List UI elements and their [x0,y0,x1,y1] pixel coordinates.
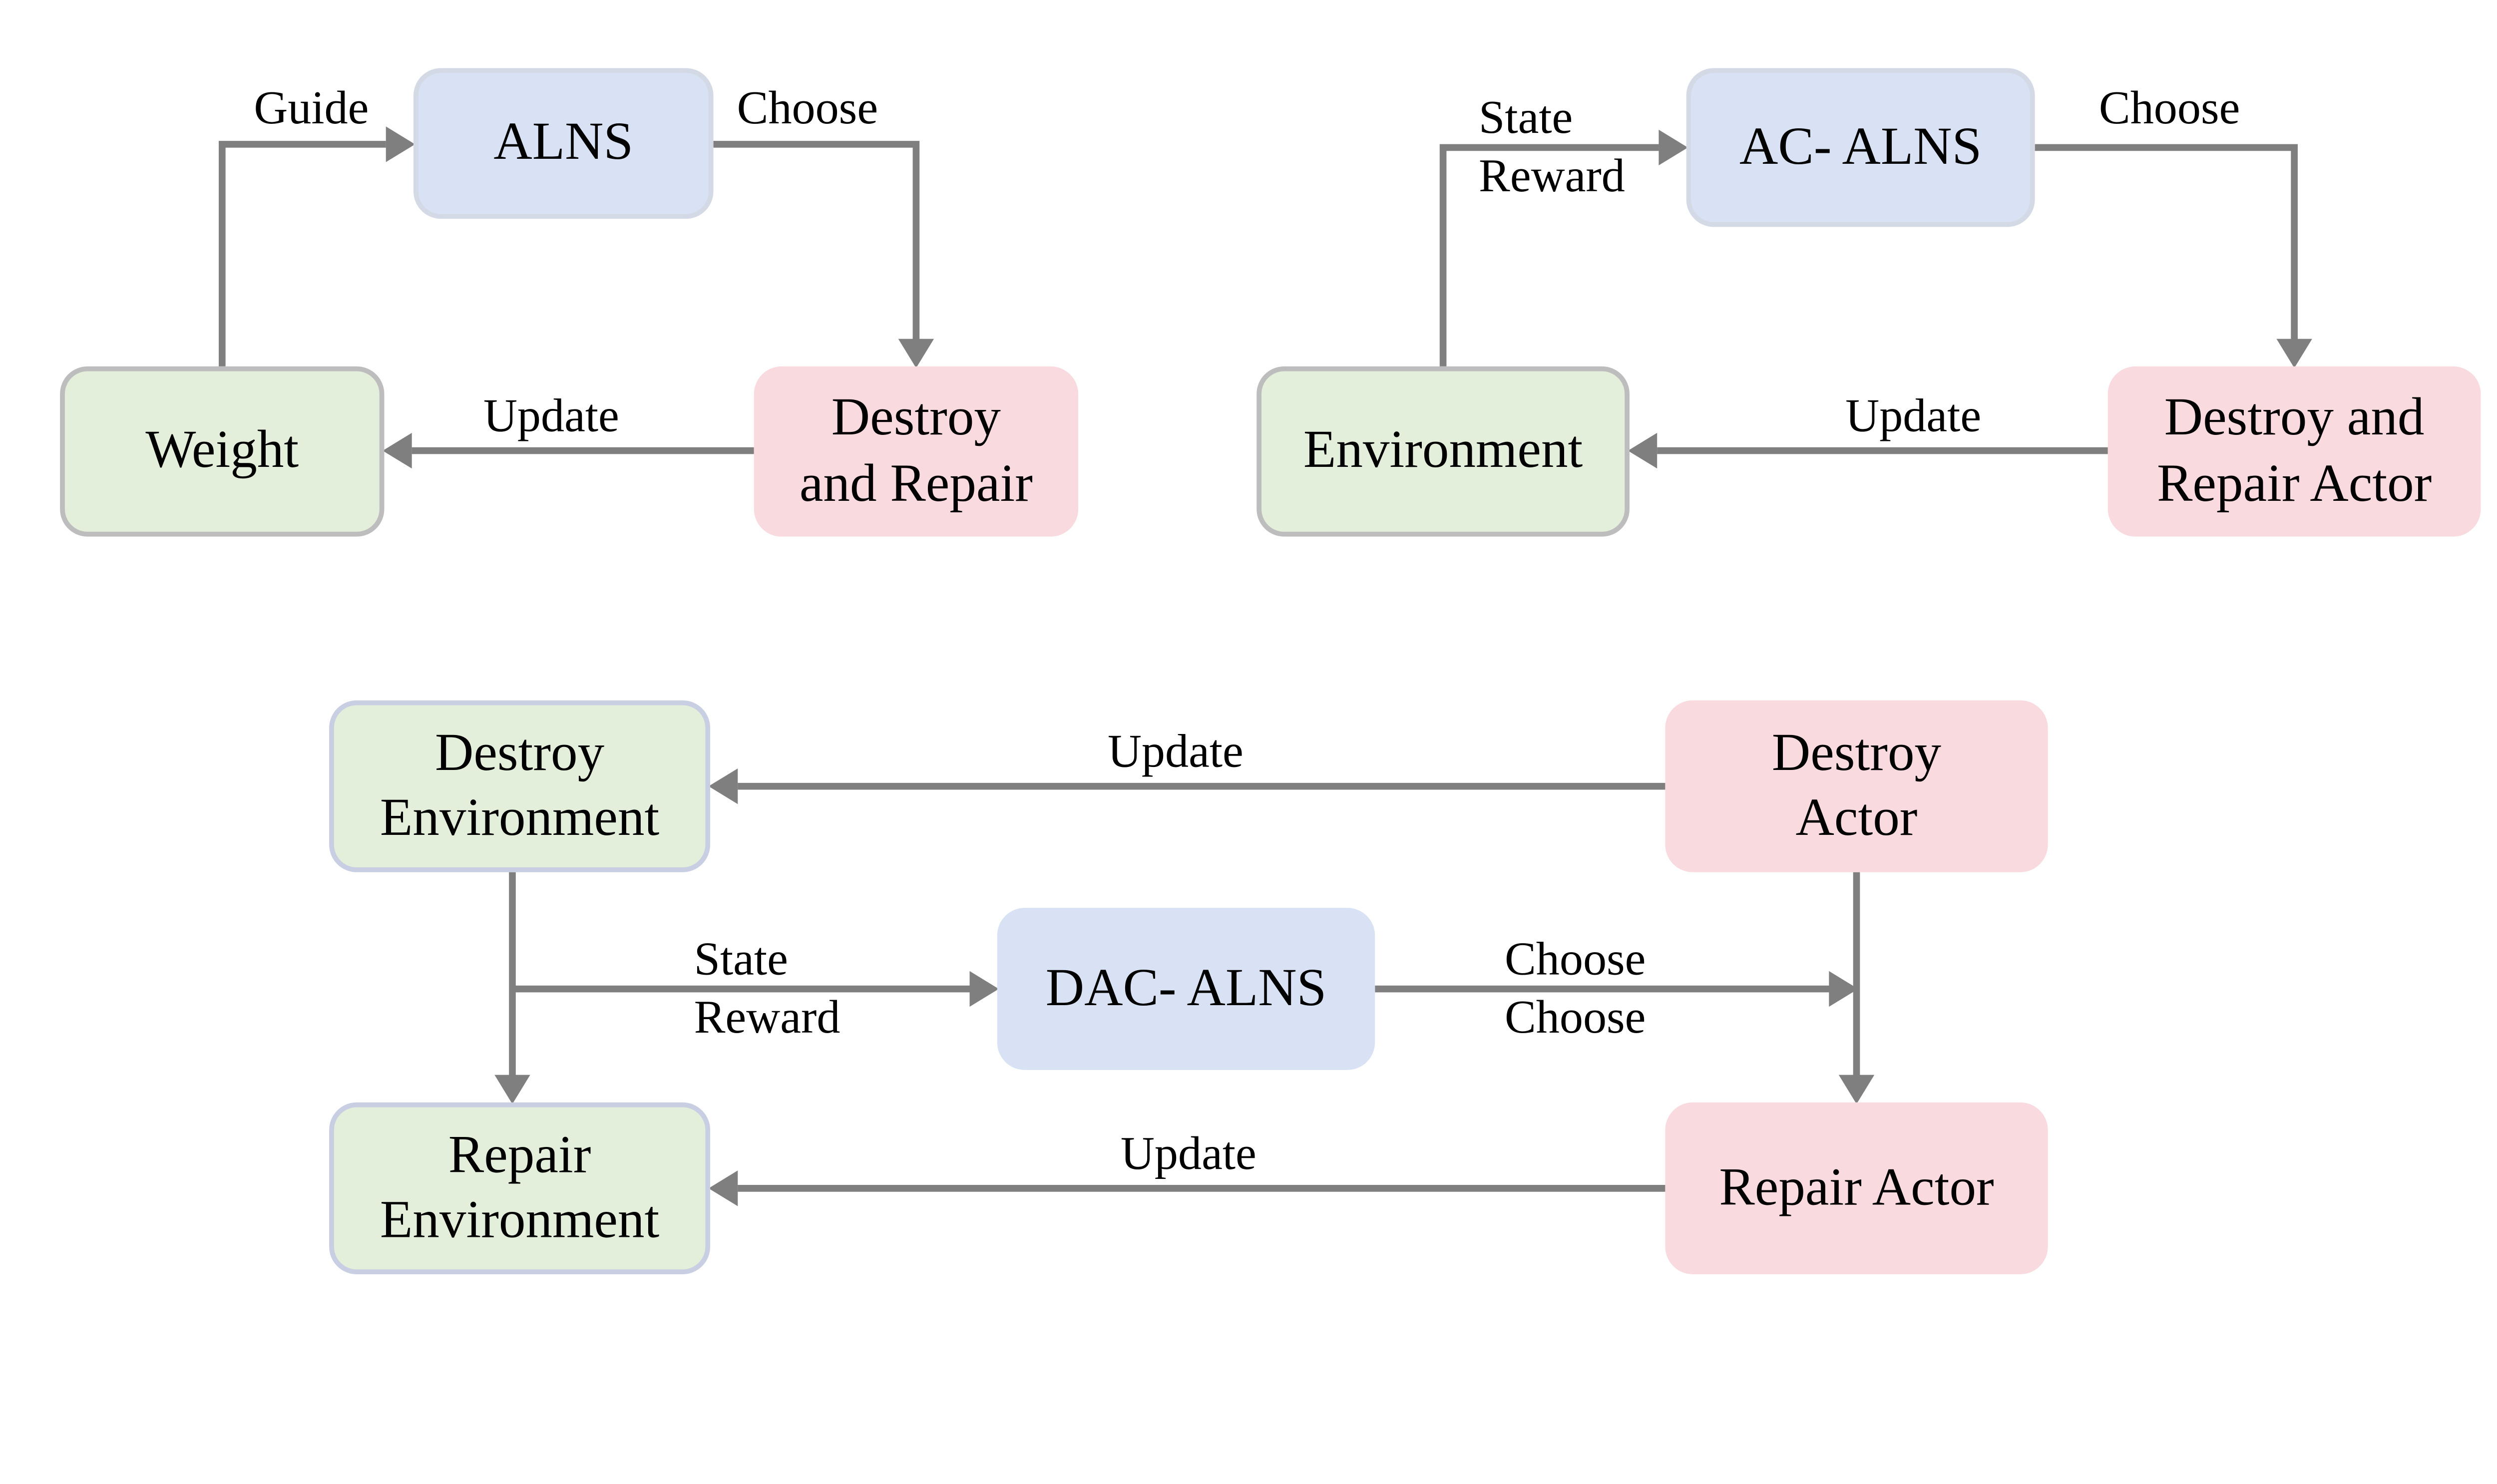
edge-label-update-ac: Update [1845,390,1982,443]
edge-label-update-alns: Update [483,390,619,443]
edge-update-arrow-alns [383,432,754,469]
node-repair-actor: Repair Actor [1665,1102,2048,1274]
edge-destroy-to-repair-env-arrow [494,872,530,1105]
edge-label-update-top-dac: Update [1107,726,1244,778]
node-environment: Environment [1256,366,1630,537]
node-destroy-actor: Destroy Actor [1665,700,2048,872]
edge-choose-arrow-ac [2035,144,2312,369]
node-destroy-environment: Destroy Environment [329,700,711,872]
edge-update-top-arrow-dac [708,768,1665,804]
flow-diagrams-canvas: ALNS Weight Destroy and Repair AC- ALNS … [60,68,2481,1274]
edge-label-update-bottom-dac: Update [1120,1128,1256,1180]
edge-label-choose-ac: Choose [2098,82,2240,135]
node-ac-alns: AC- ALNS [1686,68,2035,227]
edge-label-choose-choose-dac: Choose Choose [1504,934,1646,1044]
node-destroy-and-repair: Destroy and Repair [754,366,1079,537]
node-destroy-and-repair-actor: Destroy and Repair Actor [2107,366,2481,537]
edge-destroy-to-repair-actor-arrow [1838,872,1875,1105]
edge-label-choose-alns: Choose [737,82,878,135]
edge-update-bottom-arrow-dac [708,1170,1665,1206]
edge-label-state-reward-dac: State Reward [694,934,840,1044]
edge-label-state-reward-ac: State Reward [1479,92,1625,203]
edge-choose-arrow-alns [713,141,934,369]
node-weight: Weight [60,366,385,537]
node-repair-environment: Repair Environment [329,1102,711,1274]
edge-label-guide: Guide [254,82,369,135]
edge-choose-choose-arrow-dac [1375,971,1858,1007]
edge-state-reward-arrow-dac [512,971,999,1007]
node-alns: ALNS [413,68,714,219]
edge-guide-arrow [218,126,416,367]
edge-update-arrow-ac [1628,432,2108,469]
diagram-edges-layer [218,126,2312,1206]
node-dac-alns: DAC- ALNS [997,908,1375,1070]
edge-state-reward-arrow-ac [1439,129,1688,367]
